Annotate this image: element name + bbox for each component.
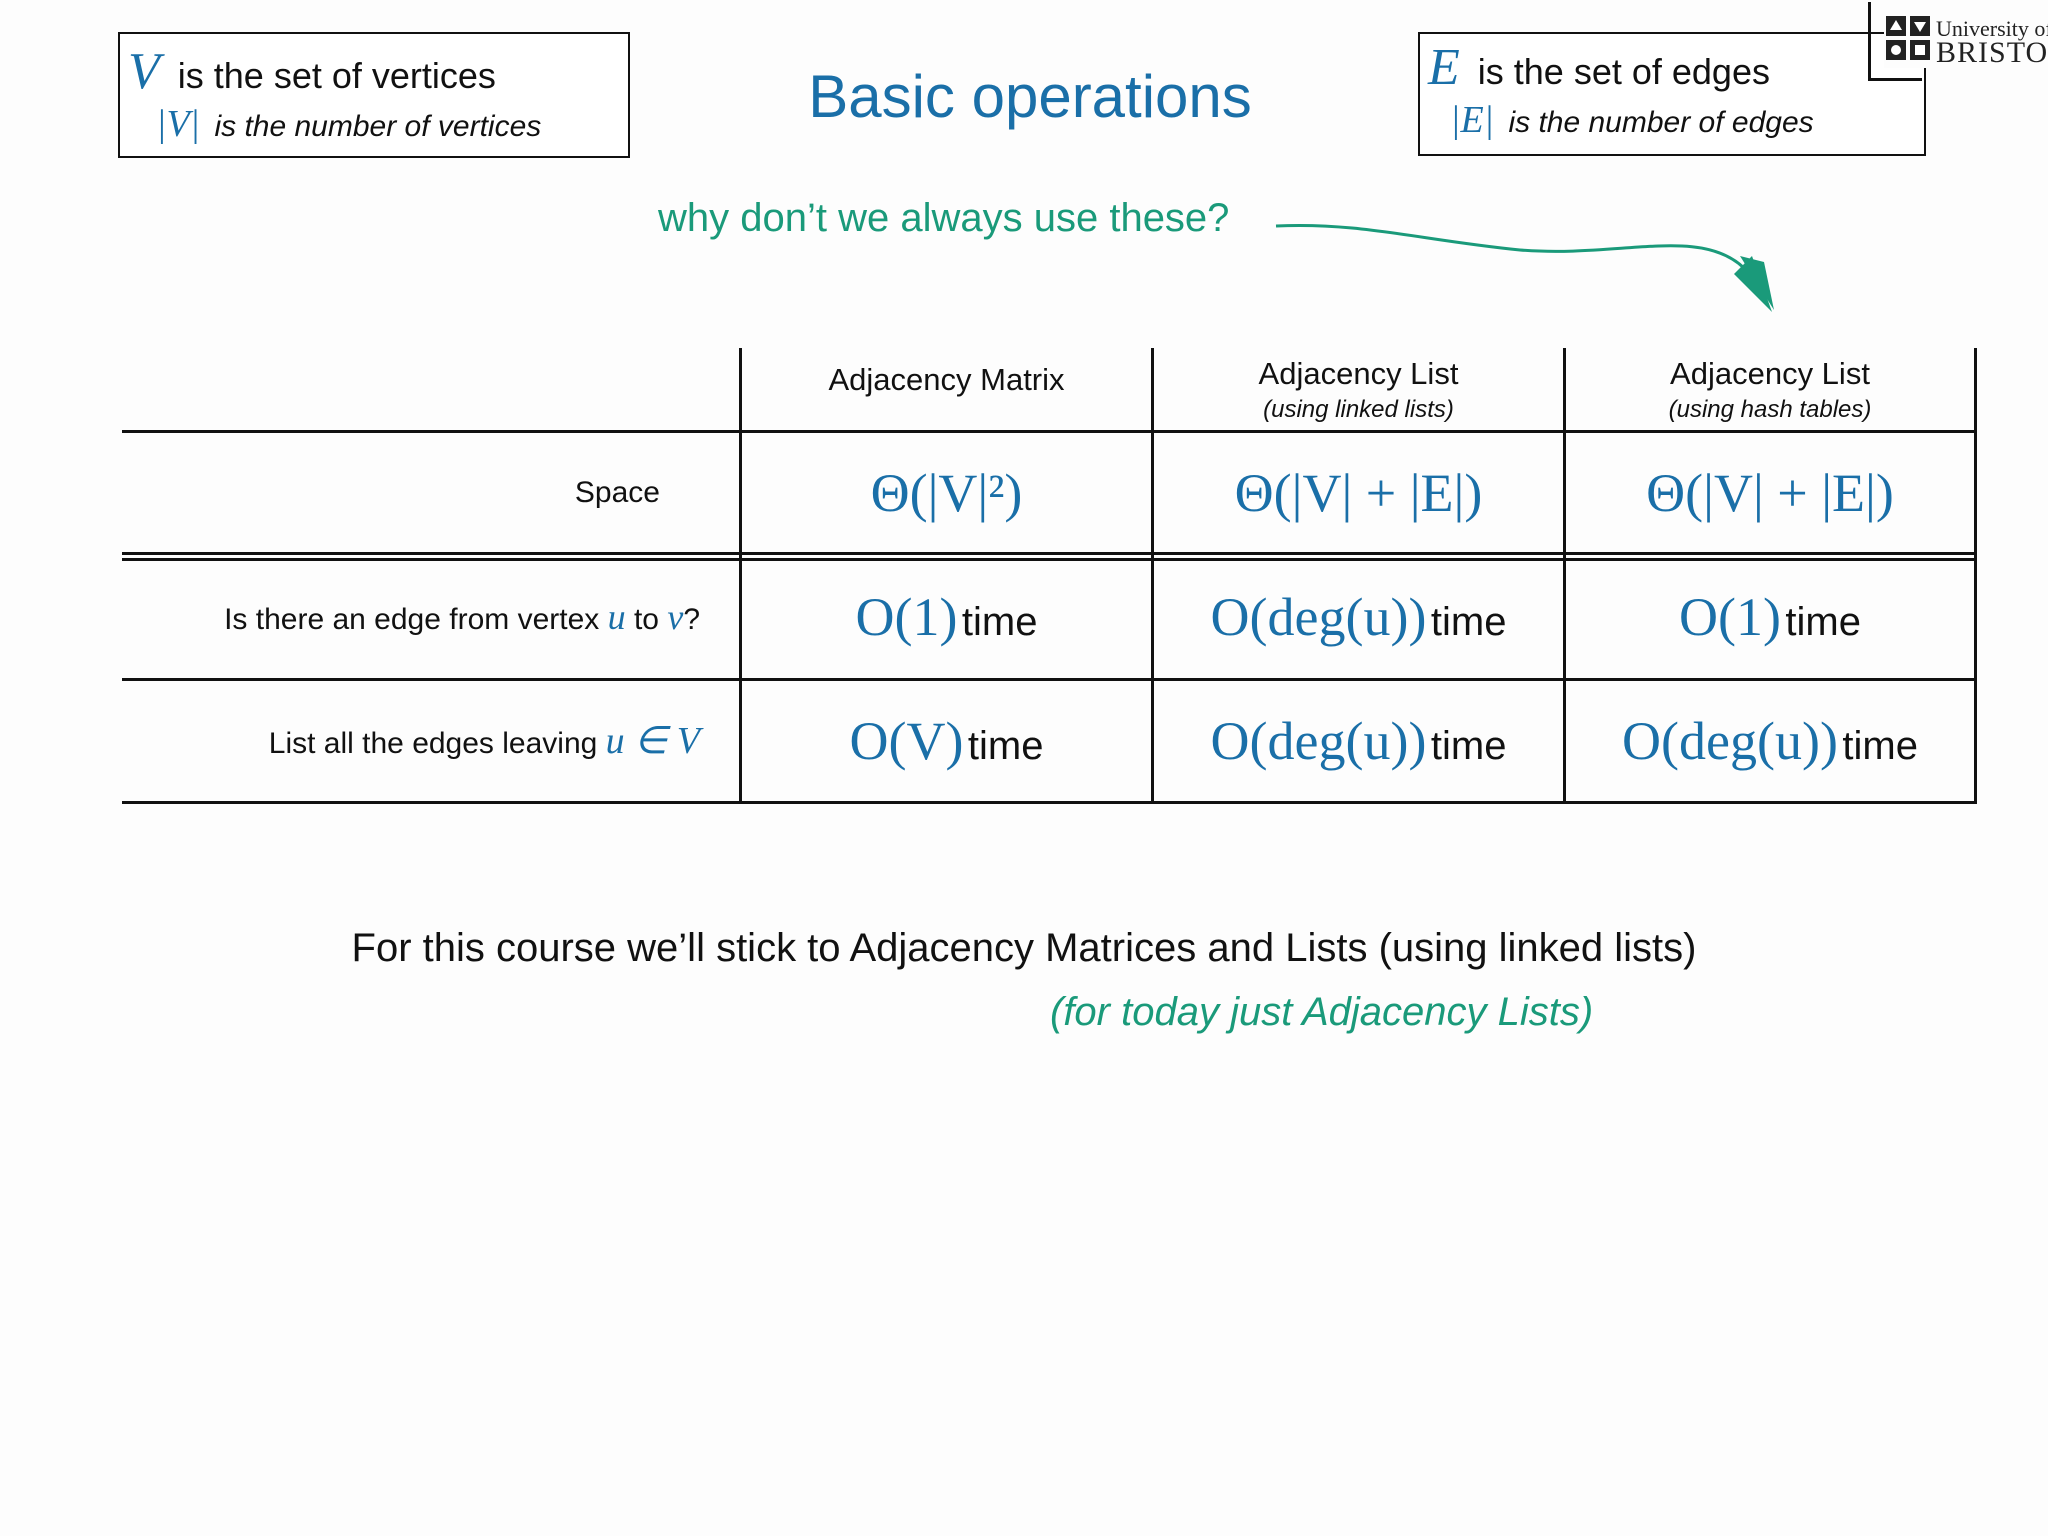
logo-box-edge-bottom [1868, 78, 1922, 81]
row-label-edge-query: Is there an edge from vertex u to v? [224, 597, 700, 637]
table-hline [122, 552, 1977, 555]
edge-count-symbol: |E| [1450, 99, 1495, 141]
cell-list-linked: O(deg(u)) time [1210, 711, 1507, 771]
vertex-definition-box: V is the set of vertices |V| is the numb… [118, 32, 630, 158]
cell-space-matrix: Θ(|V|²) [870, 463, 1023, 523]
table-hline [122, 430, 1977, 433]
logo-line2: BRISTOL [1936, 36, 2048, 69]
header-label: Adjacency Matrix [828, 362, 1065, 397]
crest-icon [1886, 16, 1930, 60]
cell-edge-hash: O(1) time [1679, 587, 1861, 647]
cell-space-hash: Θ(|V| + |E|) [1646, 463, 1894, 523]
table-vline [739, 348, 742, 804]
row-label-space: Space [574, 476, 660, 509]
cell-list-hash: O(deg(u)) time [1622, 711, 1918, 771]
curved-arrow-icon [1275, 223, 1774, 312]
table-vline [1974, 348, 1977, 804]
footer-note: For this course we’ll stick to Adjacency… [351, 926, 1697, 970]
edge-set-text: is the set of edges [1477, 51, 1770, 92]
table-vline [1151, 348, 1154, 804]
slide-title: Basic operations [808, 63, 1252, 130]
header-label: Adjacency List [1258, 356, 1459, 391]
edge-definition-box: E is the set of edges |E| is the number … [1418, 32, 1926, 156]
cell-list-matrix: O(V) time [849, 711, 1044, 771]
table-vline [1563, 348, 1566, 804]
vertex-set-text: is the set of vertices [177, 55, 496, 96]
logo-line1: University of [1936, 16, 2048, 41]
cell-edge-linked: O(deg(u)) time [1210, 587, 1507, 647]
cell-space-linked: Θ(|V| + |E|) [1234, 463, 1483, 523]
header-label: Adjacency List [1670, 356, 1870, 391]
question-text: why don’t we always use these? [658, 196, 1230, 240]
logo-box-edge [1868, 2, 1871, 80]
vertex-count-symbol: |V| [156, 103, 201, 145]
cell-edge-matrix: O(1) time [855, 587, 1038, 647]
header-adjacency-matrix: Adjacency Matrix [742, 362, 1151, 398]
table-hline [122, 678, 1977, 681]
university-logo: University of BRISTOL [1884, 12, 2048, 69]
header-adjacency-list-hash: Adjacency List (using hash tables) [1566, 356, 1974, 424]
edge-set-symbol: E [1428, 39, 1460, 96]
header-sublabel: (using hash tables) [1668, 396, 1872, 423]
vertex-set-symbol: V [128, 43, 160, 100]
footer-subnote: (for today just Adjacency Lists) [1050, 990, 1594, 1034]
table-hline [122, 558, 1977, 561]
edge-count-text: is the number of edges [1508, 106, 1814, 139]
header-sublabel: (using linked lists) [1263, 396, 1454, 423]
header-adjacency-list-linked: Adjacency List (using linked lists) [1154, 356, 1563, 424]
table-hline [122, 801, 1977, 804]
row-label-list-edges: List all the edges leaving u ∈ V [268, 720, 700, 762]
vertex-count-text: is the number of vertices [214, 110, 542, 143]
